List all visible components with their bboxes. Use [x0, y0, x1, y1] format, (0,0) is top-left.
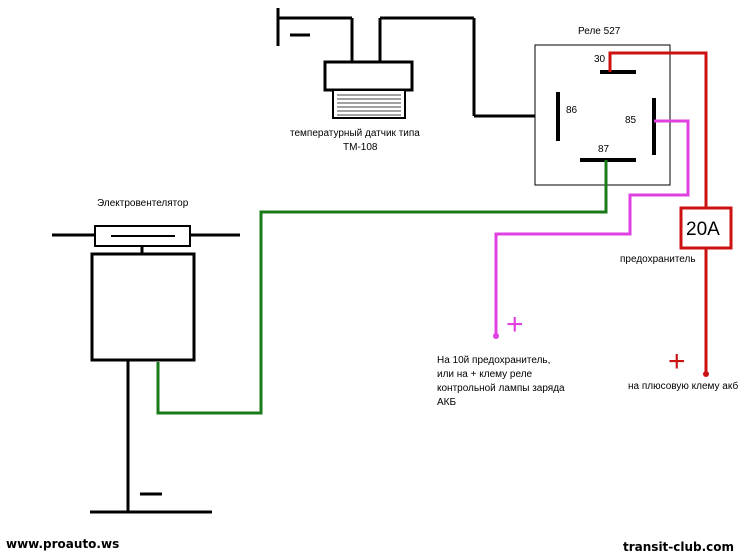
sensor-ground — [276, 8, 354, 62]
fuse10-note-line1: На 10й предохранитель, — [437, 355, 550, 366]
fuse-rating: 20A — [686, 219, 720, 240]
watermark-right: transit-club.com — [623, 540, 734, 554]
relay — [534, 44, 671, 186]
magenta-ignition-wire — [493, 119, 690, 339]
plus-sign-magenta: + — [506, 308, 524, 341]
green-fan-wire — [156, 160, 608, 415]
fan — [52, 225, 240, 362]
fuse10-note-line2: или на + клему реле — [437, 369, 533, 380]
watermark-left: www.proauto.ws — [6, 537, 119, 551]
relay-title: Реле 527 — [578, 26, 621, 37]
fan-ground — [90, 360, 212, 514]
sensor-label-line1: температурный датчик типа — [290, 128, 420, 139]
fuse10-note-line3: контрольной лампы заряда — [437, 383, 565, 394]
relay-pin-30: 30 — [594, 54, 606, 65]
fuse-label: предохранитель — [620, 254, 696, 265]
relay-pin-85: 85 — [625, 115, 637, 126]
relay-pin-86: 86 — [566, 105, 578, 116]
temperature-sensor — [323, 60, 414, 119]
battery-note: на плюсовую клему акб — [628, 380, 738, 392]
plus-sign-red: + — [668, 345, 686, 378]
fuse — [679, 206, 733, 250]
red-battery-wire — [608, 51, 709, 377]
relay-pin-87: 87 — [598, 144, 610, 155]
sensor-label-line2: ТМ-108 — [343, 142, 378, 153]
fan-label: Электровентелятор — [97, 198, 189, 209]
fuse10-note-line4: АКБ — [437, 397, 456, 408]
